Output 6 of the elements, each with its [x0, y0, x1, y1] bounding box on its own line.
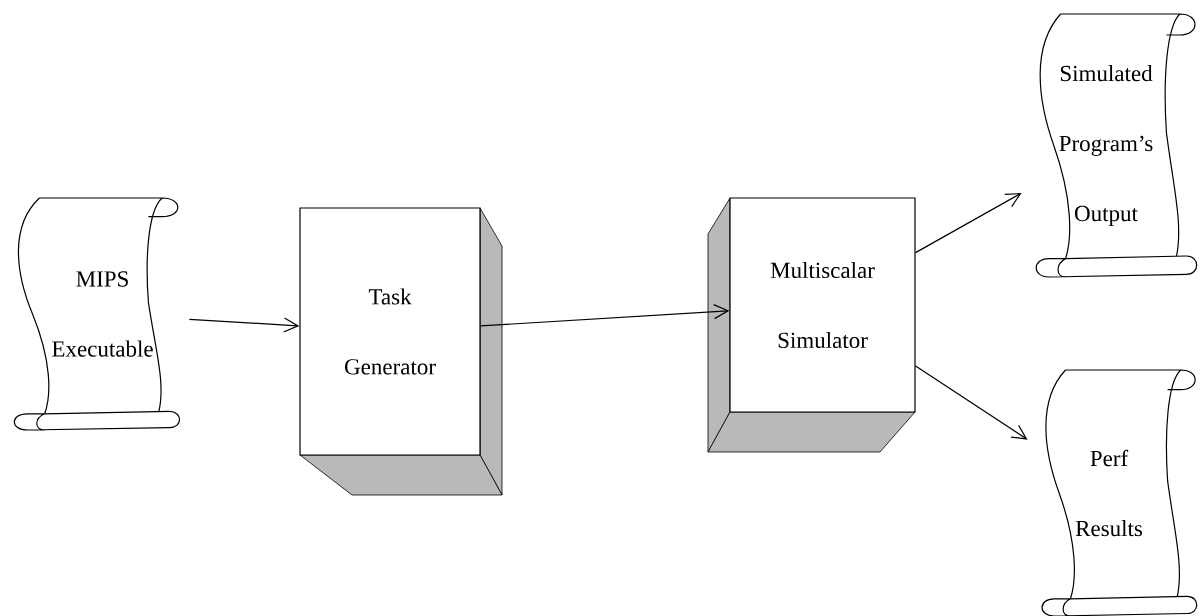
arrow	[480, 304, 730, 327]
arrow	[188, 317, 300, 333]
arrow	[915, 365, 1028, 440]
3d-box: Multiscalar Simulator	[707, 197, 916, 453]
3d-box: Task Generator	[299, 207, 503, 496]
arrow	[915, 192, 1022, 254]
